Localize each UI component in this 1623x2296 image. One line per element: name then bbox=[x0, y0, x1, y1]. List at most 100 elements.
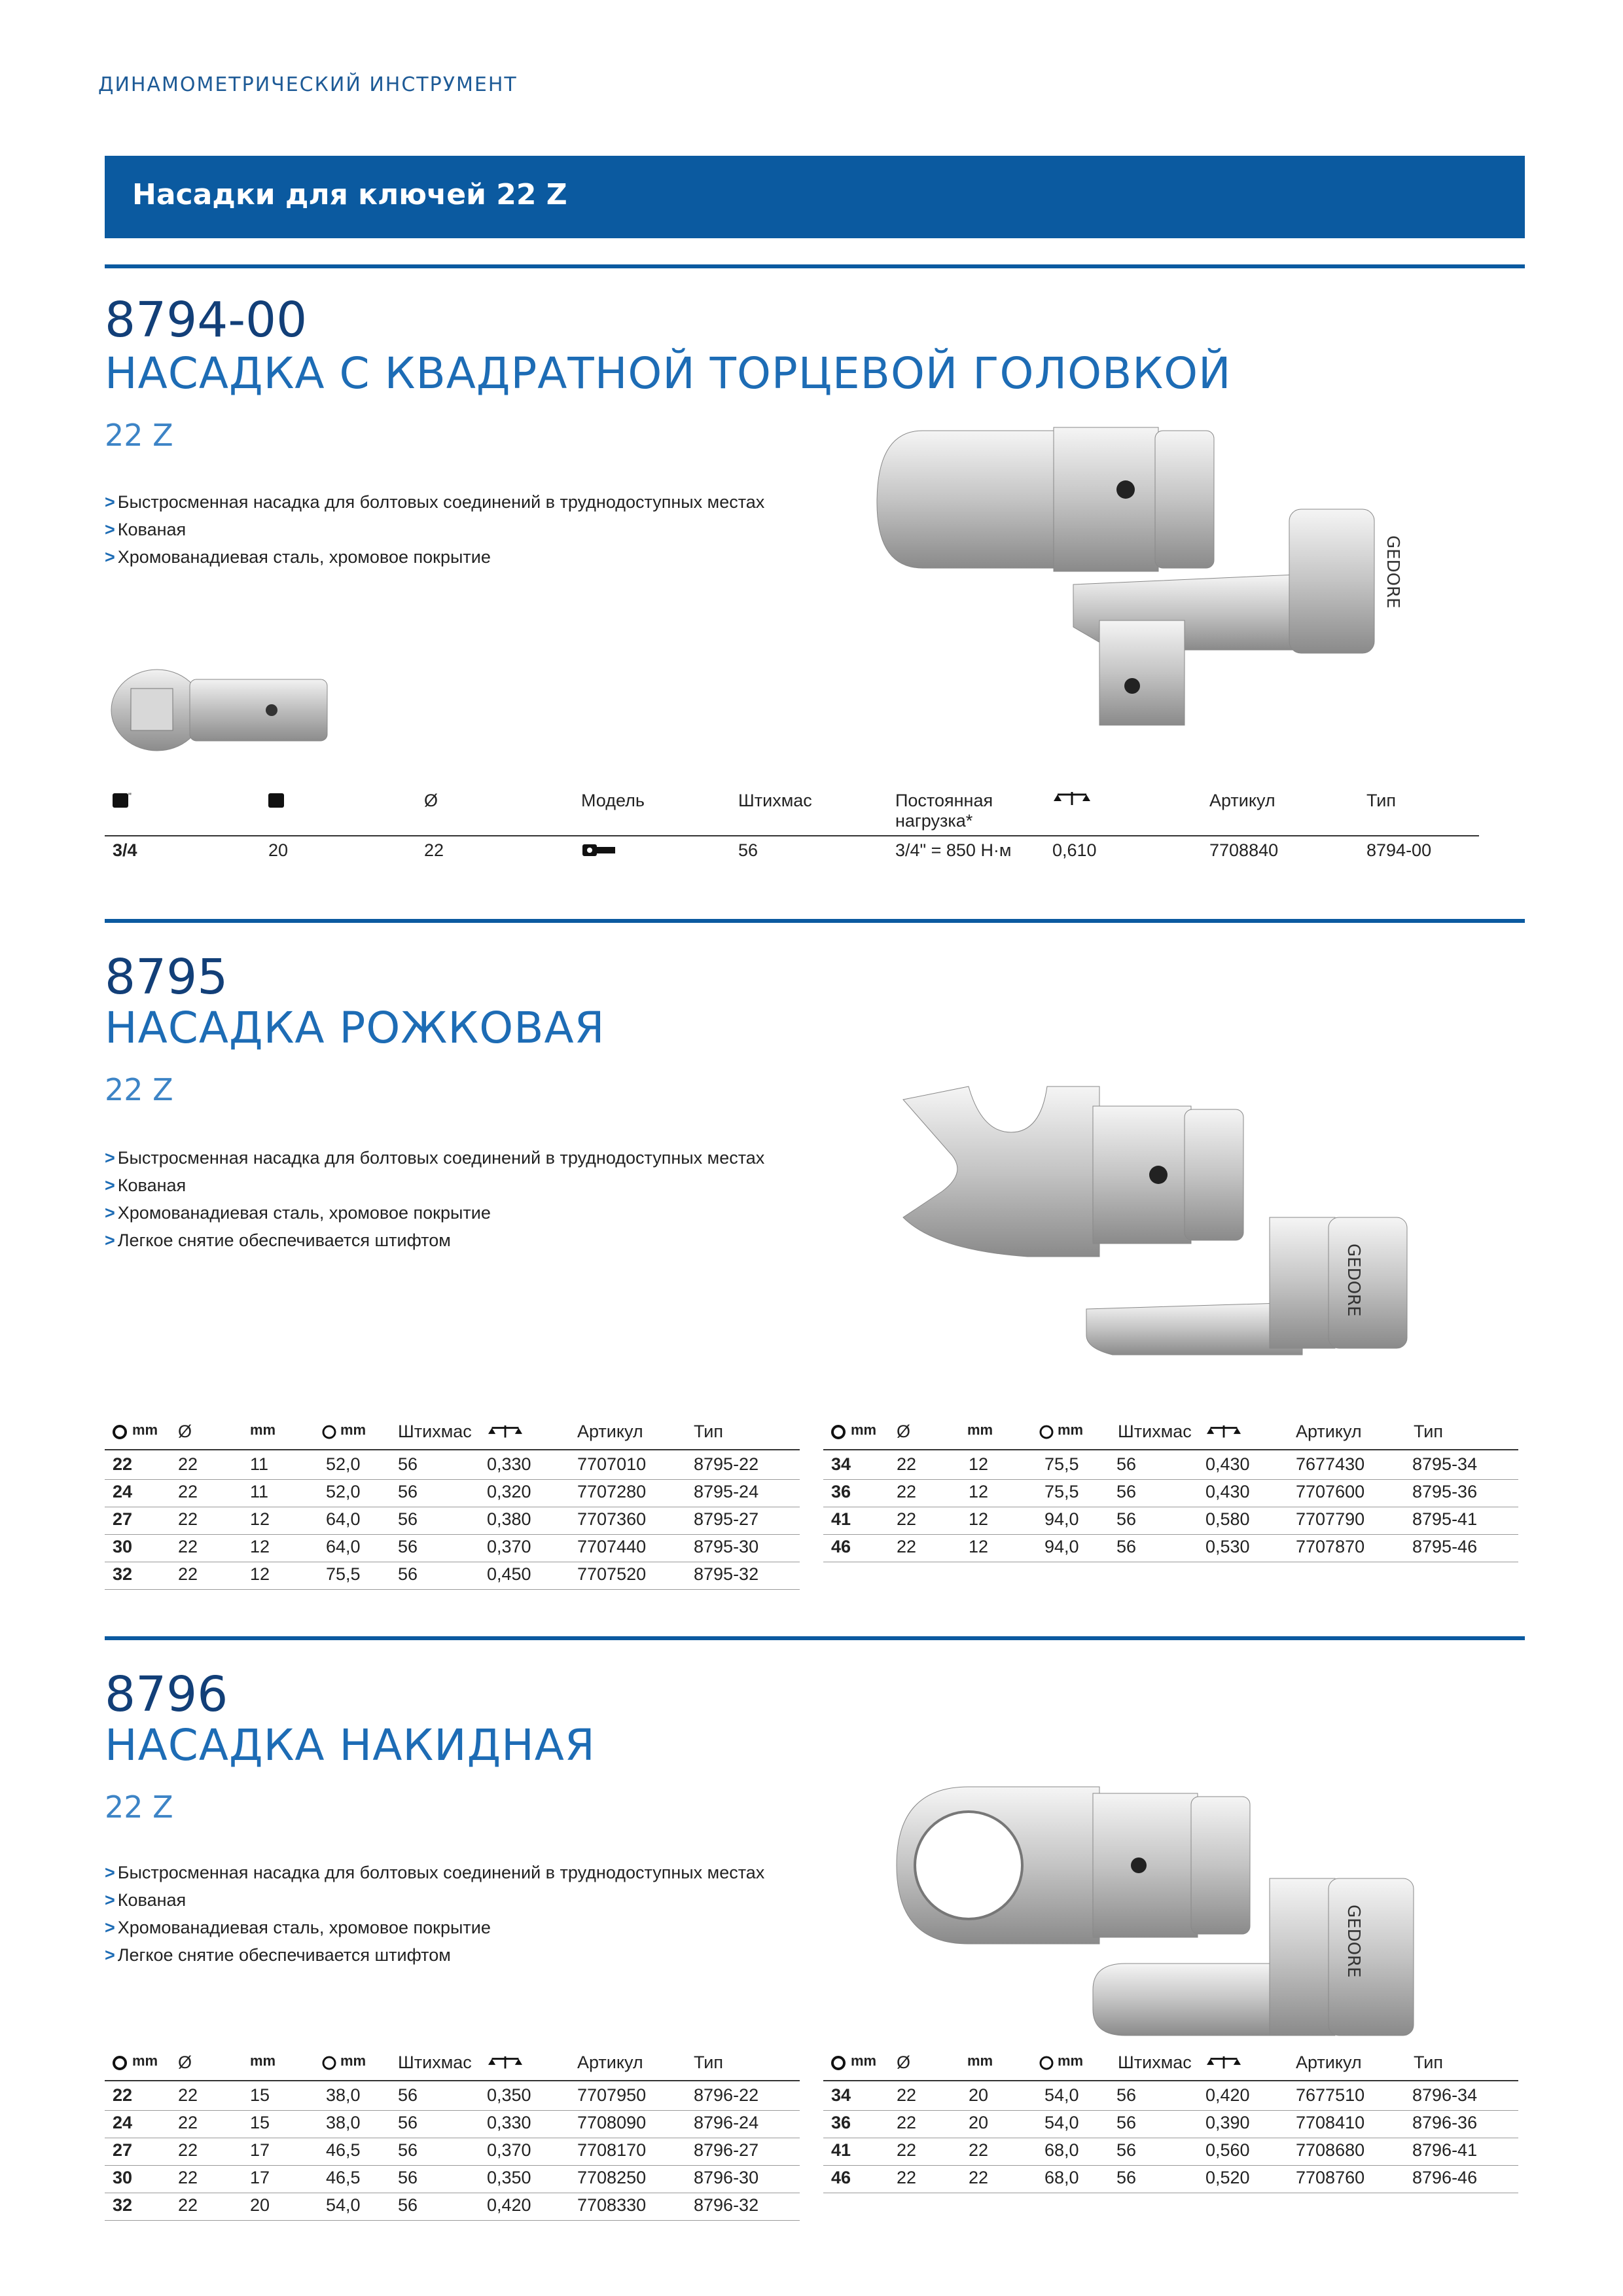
table-cell: 94,0 bbox=[1044, 1537, 1079, 1556]
table-cell: 27 bbox=[113, 2140, 133, 2160]
feature-list: Быстросменная насадка для болтовых соеди… bbox=[105, 1144, 765, 1254]
col-model: Модель bbox=[581, 791, 645, 810]
section-rule bbox=[105, 919, 1525, 923]
table-cell: 41 bbox=[831, 1509, 851, 1529]
table-cell: 7708090 bbox=[577, 2113, 647, 2132]
table-cell: 20 bbox=[250, 2195, 270, 2215]
table-cell: 0,420 bbox=[1205, 2085, 1250, 2105]
table-cell: 8795-32 bbox=[694, 1564, 759, 1584]
col-type: Тип bbox=[1366, 791, 1397, 810]
table-cell: 3/4 bbox=[113, 840, 137, 860]
table-cell: 7707440 bbox=[577, 1537, 647, 1556]
table-header-line bbox=[823, 2080, 1518, 2081]
table-cell: 94,0 bbox=[1044, 1509, 1079, 1529]
table-cell: 0,370 bbox=[487, 1537, 531, 1556]
length-icon bbox=[322, 1425, 336, 1439]
table-cell: 0,580 bbox=[1205, 1509, 1250, 1529]
table-cell: 56 bbox=[398, 2168, 418, 2187]
table-cell: 8795-34 bbox=[1412, 1454, 1478, 1474]
length-icon bbox=[1039, 2056, 1054, 2070]
table-cell: 22 bbox=[178, 2195, 198, 2215]
table-cell: 54,0 bbox=[1044, 2113, 1079, 2132]
table-cell: 27 bbox=[113, 1509, 133, 1529]
table-cell: 30 bbox=[113, 1537, 133, 1556]
table-cell: 46 bbox=[831, 1537, 851, 1556]
table-cell: 15 bbox=[250, 2085, 270, 2105]
table-cell: 64,0 bbox=[326, 1509, 361, 1529]
table-cell: 56 bbox=[398, 2140, 418, 2160]
table-cell: 7707280 bbox=[577, 1482, 647, 1501]
table-cell: 7708250 bbox=[577, 2168, 647, 2187]
col-article: Артикул bbox=[1209, 791, 1275, 810]
table-cell: 0,560 bbox=[1205, 2140, 1250, 2160]
table-cell: 0,390 bbox=[1205, 2113, 1250, 2132]
table-cell: 22 bbox=[113, 2085, 133, 2105]
table-row-divider bbox=[105, 1589, 800, 1590]
table-cell: 11 bbox=[250, 1482, 269, 1501]
table-cell: 56 bbox=[398, 1482, 418, 1501]
table-cell: 7708330 bbox=[577, 2195, 647, 2215]
table-cell: 0,430 bbox=[1205, 1482, 1250, 1501]
product-code: 8796 bbox=[105, 1666, 228, 1723]
table-cell: 22 bbox=[897, 1509, 917, 1529]
table-cell: 8796-41 bbox=[1412, 2140, 1478, 2160]
table-cell: 22 bbox=[178, 1509, 198, 1529]
table-cell: 17 bbox=[250, 2140, 270, 2160]
table-header-line bbox=[105, 835, 1479, 836]
table-cell: 0,380 bbox=[487, 1509, 531, 1529]
length-icon bbox=[1039, 1425, 1054, 1439]
table-cell: 22 bbox=[178, 2113, 198, 2132]
scale-icon bbox=[1054, 792, 1090, 805]
brand-label: GEDORE bbox=[1383, 535, 1402, 609]
table-row-divider bbox=[823, 2165, 1518, 2166]
table-cell: 8796-24 bbox=[694, 2113, 759, 2132]
table-cell: 52,0 bbox=[326, 1454, 361, 1474]
table-cell: 7707360 bbox=[577, 1509, 647, 1529]
table-cell: 22 bbox=[178, 1482, 198, 1501]
table-cell: 22 bbox=[969, 2140, 989, 2160]
table-cell: 20 bbox=[969, 2085, 989, 2105]
table-cell: 11 bbox=[250, 1454, 269, 1474]
scale-icon bbox=[1207, 2056, 1241, 2069]
table-cell: 8796-36 bbox=[1412, 2113, 1478, 2132]
feature-item: Кованая bbox=[105, 516, 764, 543]
table-cell: 36 bbox=[831, 2113, 851, 2132]
product-title: НАСАДКА НАКИДНАЯ bbox=[105, 1720, 596, 1770]
table-cell: 32 bbox=[113, 1564, 133, 1584]
table-header-line bbox=[105, 1449, 800, 1450]
table-cell: 38,0 bbox=[326, 2113, 361, 2132]
table-cell: 0,320 bbox=[487, 1482, 531, 1501]
table-cell: 54,0 bbox=[1044, 2085, 1079, 2105]
table-row-divider bbox=[823, 1534, 1518, 1535]
table-cell: 22 bbox=[178, 1454, 198, 1474]
table-cell: 54,0 bbox=[326, 2195, 361, 2215]
table-cell: 8795-41 bbox=[1412, 1509, 1478, 1529]
table-cell: 12 bbox=[250, 1564, 270, 1584]
feature-item: Кованая bbox=[105, 1172, 764, 1199]
table-row-divider bbox=[823, 2110, 1518, 2111]
table-cell: 7708840 bbox=[1209, 840, 1279, 860]
table-cell: 68,0 bbox=[1044, 2168, 1079, 2187]
feature-item: Хромованадиевая сталь, хромовое покрытие bbox=[105, 1199, 764, 1227]
col-square bbox=[268, 791, 284, 811]
table-cell: 38,0 bbox=[326, 2085, 361, 2105]
table-cell: 7707790 bbox=[1296, 1509, 1365, 1529]
table-cell: 46,5 bbox=[326, 2140, 361, 2160]
model-icon bbox=[582, 844, 615, 856]
table-cell: 22 bbox=[897, 1482, 917, 1501]
col-pitch: Штихмас bbox=[738, 791, 812, 810]
table-cell: 41 bbox=[831, 2140, 851, 2160]
feature-item: Легкое снятие обеспечивается штифтом bbox=[105, 1941, 764, 1969]
table-cell: 22 bbox=[178, 2085, 198, 2105]
table-cell: 7708680 bbox=[1296, 2140, 1365, 2160]
feature-item: Быстросменная насадка для болтовых соеди… bbox=[105, 1859, 765, 1886]
table-cell: 0,330 bbox=[487, 1454, 531, 1474]
product-image: GEDORE bbox=[902, 1086, 1408, 1355]
table-cell: 22 bbox=[424, 840, 444, 860]
table-cell: 22 bbox=[897, 2140, 917, 2160]
table-cell: 24 bbox=[113, 1482, 133, 1501]
square-icon bbox=[268, 793, 284, 808]
product-title: НАСАДКА РОЖКОВАЯ bbox=[105, 1003, 605, 1053]
table-cell: 8796-22 bbox=[694, 2085, 759, 2105]
